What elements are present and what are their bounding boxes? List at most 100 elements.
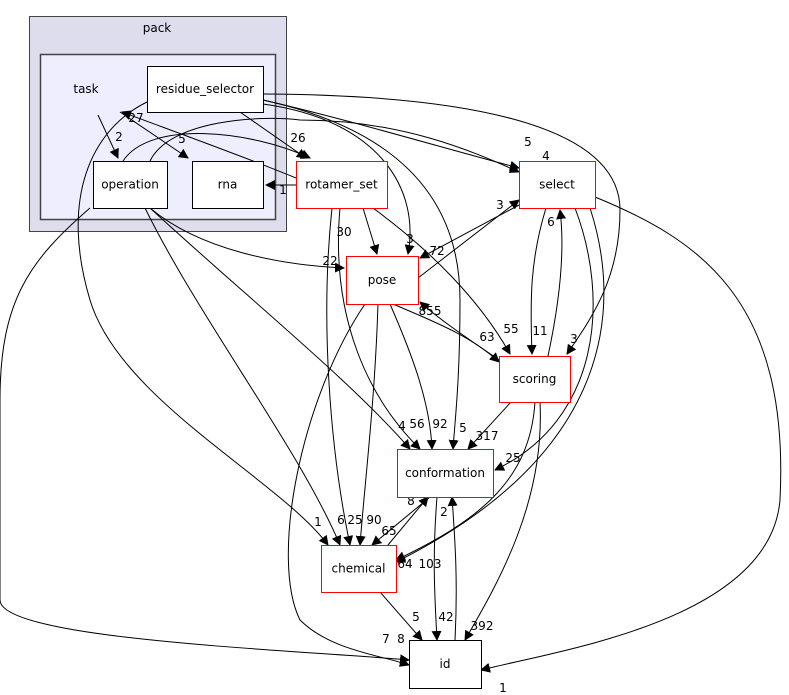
edge-label[interactable]: 3 <box>570 332 578 346</box>
node-box <box>346 256 419 305</box>
edge-rotamer_set-to-conformation[interactable]: 56 <box>337 207 425 450</box>
edge-rotamer_set-to-chemical[interactable]: 25 <box>326 207 363 546</box>
edge-label[interactable]: 55 <box>503 322 518 336</box>
edge-label[interactable]: 6 <box>337 513 345 527</box>
edge-task-to-operation[interactable]: 2 <box>97 114 123 159</box>
edge-chemical-to-id[interactable]: 5 <box>379 591 423 641</box>
edge-residue_selector-to-chemical[interactable]: 1 <box>77 101 329 546</box>
edge-pose-to-select[interactable]: 3 <box>417 198 520 279</box>
node-id[interactable]: id <box>409 640 482 689</box>
edge-label[interactable]: 4 <box>542 149 550 163</box>
edge-label[interactable]: 103 <box>419 557 442 571</box>
node-scoring[interactable]: scoring <box>499 356 571 403</box>
node-label: scoring <box>513 372 557 386</box>
edge-operation-to-rotamer_set[interactable] <box>122 133 311 162</box>
edge-residue_selector-to-select[interactable]: 5 <box>262 99 532 171</box>
edge-pose-to-id[interactable]: 8 <box>287 303 410 667</box>
node-label: conformation <box>405 466 485 480</box>
edge-label[interactable]: 64 <box>397 557 412 571</box>
edge-label[interactable]: 11 <box>532 324 547 338</box>
edge-label[interactable]: 3 <box>406 232 414 246</box>
edge-label[interactable]: 26 <box>290 131 305 145</box>
node-conformation[interactable]: conformation <box>397 449 494 498</box>
edge-line <box>547 209 567 357</box>
edge-select-to-conformation[interactable]: 25 <box>494 207 594 471</box>
edge-label[interactable]: 65 <box>381 524 396 538</box>
edge-rotamer_set-to-pose[interactable]: 30 <box>336 207 380 255</box>
edge-scoring-to-conformation[interactable]: 317 <box>467 401 512 450</box>
edge-residue_selector-to-conformation[interactable]: 5 <box>262 99 467 450</box>
edge-select-to-id[interactable]: 1 <box>480 196 782 695</box>
edge-pose-to-chemical[interactable]: 90 <box>355 303 382 546</box>
edge-rotamer_set-to-residue_selector[interactable]: 27 <box>121 110 297 179</box>
edge-id-to-conformation[interactable]: 2 <box>440 496 458 641</box>
edge-label[interactable]: 7 <box>382 632 390 646</box>
node-rna[interactable]: rna <box>192 161 264 209</box>
edge-label[interactable]: 392 <box>471 619 494 633</box>
edge-label[interactable]: 4 <box>398 419 406 433</box>
edge-conformation-to-id[interactable]: 42 <box>431 496 454 641</box>
edge-label[interactable]: 5 <box>178 132 186 146</box>
edge-operation-to-conformation[interactable]: 4 <box>149 207 411 450</box>
edge-rotamer_set-to-rna[interactable]: 1 <box>265 180 296 197</box>
edge-label[interactable]: 5 <box>459 421 467 435</box>
edge-label[interactable]: 855 <box>419 304 442 318</box>
edge-label[interactable]: 8 <box>407 494 415 508</box>
edge-scoring-to-id[interactable]: 392 <box>464 401 541 641</box>
edge-label[interactable]: 22 <box>322 254 337 268</box>
edge-label[interactable]: 6 <box>547 215 555 229</box>
edge-operation-to-pose[interactable]: 22 <box>149 207 345 273</box>
edge-line <box>419 204 520 259</box>
edge-line <box>287 303 410 667</box>
cluster-task-label[interactable]: task <box>73 82 98 96</box>
edge-label[interactable]: 1 <box>279 183 287 197</box>
edge-line <box>337 207 421 450</box>
edge-operation-to-select[interactable]: 4 <box>149 117 550 173</box>
edge-label[interactable]: 1 <box>499 681 507 695</box>
edge-label[interactable]: 2 <box>115 130 123 144</box>
node-rotamer_set[interactable]: rotamer_set <box>296 161 388 209</box>
node-operation[interactable]: operation <box>93 161 168 209</box>
node-pose[interactable]: pose <box>346 256 419 305</box>
edge-scoring-to-select[interactable]: 6 <box>547 209 567 357</box>
edge-label[interactable]: 3 <box>496 198 504 212</box>
edge-label[interactable]: 1 <box>314 515 322 529</box>
edge-label[interactable]: 56 <box>409 417 424 431</box>
edge-label[interactable]: 72 <box>429 244 444 258</box>
edge-label[interactable]: 63 <box>479 330 494 344</box>
node-chemical[interactable]: chemical <box>321 545 397 593</box>
edge-rotamer_set-to-scoring[interactable]: 55 <box>372 207 519 355</box>
edge-chemical-to-conformation[interactable]: 8 <box>387 494 429 546</box>
edge-label[interactable]: 25 <box>347 513 362 527</box>
edge-label[interactable]: 30 <box>336 225 351 239</box>
edge-label[interactable]: 5 <box>524 135 532 149</box>
edge-label[interactable]: 42 <box>438 610 453 624</box>
edge-line <box>480 196 782 673</box>
edge-residue_selector-to-scoring[interactable]: 3 <box>262 93 621 355</box>
node-label: id <box>440 657 451 671</box>
edge-operation-to-chemical[interactable]: 6 <box>144 207 345 546</box>
edge-line <box>149 207 345 273</box>
edge-scoring-to-chemical[interactable]: 103 <box>395 401 536 571</box>
edge-line <box>262 99 520 171</box>
edge-label[interactable]: 317 <box>476 429 499 443</box>
edge-label[interactable]: 5 <box>412 610 420 624</box>
edge-label[interactable]: 25 <box>505 451 520 465</box>
edge-label[interactable]: 92 <box>432 417 447 431</box>
edge-pose-to-conformation[interactable]: 92 <box>389 303 448 450</box>
edge-label[interactable]: 2 <box>440 505 448 519</box>
edge-scoring-to-pose[interactable]: 855 <box>419 301 500 361</box>
node-select[interactable]: select <box>519 161 596 209</box>
edge-residue_selector-to-rotamer_set[interactable]: 26 <box>239 111 307 159</box>
edge-label[interactable]: 27 <box>128 111 143 125</box>
node-residue_selector[interactable]: residue_selector <box>147 66 264 113</box>
edge-label[interactable]: 90 <box>366 513 381 527</box>
edge-operation-to-id[interactable]: 7 <box>0 207 410 665</box>
node-box <box>296 161 388 209</box>
edge-line <box>419 301 500 361</box>
edge-select-to-scoring[interactable]: 11 <box>526 207 548 355</box>
cluster-pack-label[interactable]: pack <box>143 21 172 35</box>
edge-select-to-pose[interactable]: 72 <box>419 204 520 259</box>
edge-label[interactable]: 8 <box>397 632 405 646</box>
